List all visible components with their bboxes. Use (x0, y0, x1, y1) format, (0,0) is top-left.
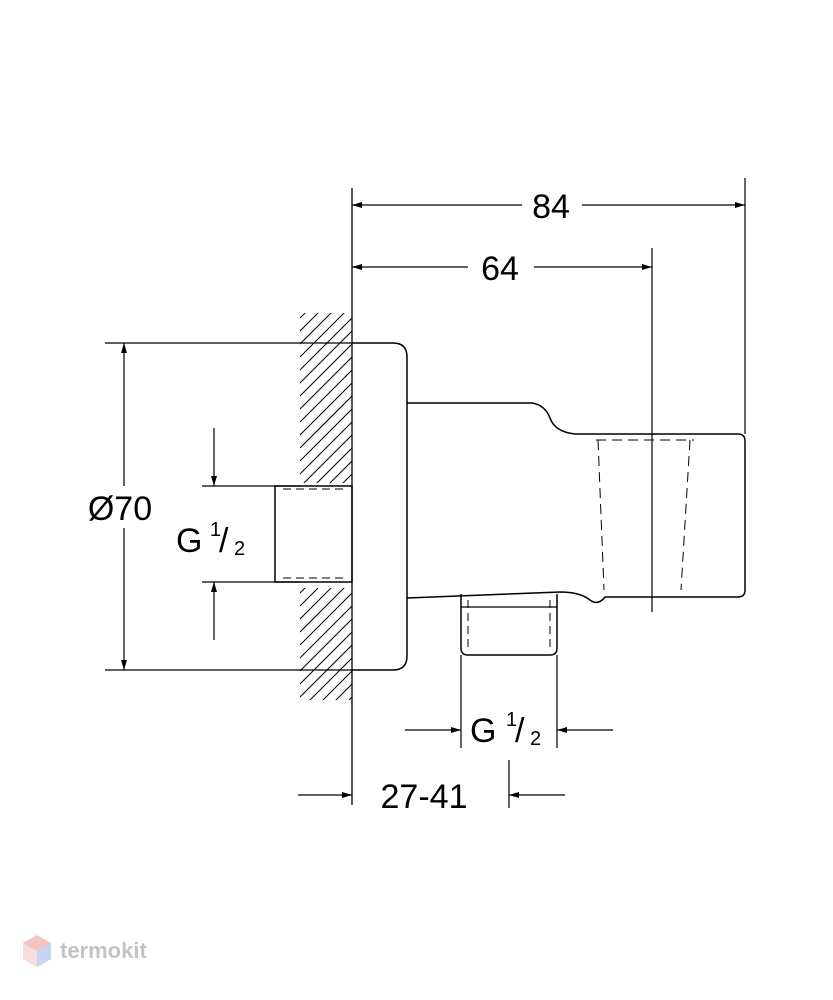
hatch-line (300, 588, 319, 607)
hatch-line (300, 313, 345, 358)
hatch-line (300, 382, 352, 436)
dim-overall-length (352, 178, 746, 434)
hatch-line (300, 618, 352, 672)
hatch-line (300, 513, 352, 565)
termokit-logo-icon (23, 935, 51, 967)
hatch-line (342, 473, 352, 483)
outlet-thread-letter: G (470, 712, 496, 750)
hatch-line (300, 539, 352, 591)
flange-outline (352, 342, 408, 671)
hatch-line (300, 313, 319, 332)
dim-body-length-label: 64 (481, 250, 519, 288)
hatch-line (300, 313, 332, 345)
hatch-line (300, 313, 306, 319)
dim-flange-diameter (105, 342, 352, 671)
hatch-line (300, 588, 332, 620)
hatch-line (300, 408, 352, 462)
holder-body-outline (406, 402, 746, 604)
outlet-nipple (460, 594, 558, 656)
dim-outlet-thread-label: G 1 / 2 (470, 709, 541, 750)
watermark: termokit (22, 934, 147, 968)
hidden-socket (596, 439, 694, 591)
inlet-thread-letter: G (176, 522, 202, 560)
hatch-line (300, 723, 352, 775)
hatch-line (300, 631, 352, 685)
hatch-line (300, 588, 306, 594)
hatch-line (300, 395, 352, 449)
hatch-line (300, 356, 352, 410)
hatch-line (300, 317, 352, 371)
hatch-line (316, 447, 352, 483)
dim-wall-depth-label: 27-41 (381, 778, 468, 816)
dim-body-length (352, 248, 653, 612)
hatch-line (300, 644, 352, 698)
hatch-line (300, 528, 352, 580)
hatch-line (335, 683, 352, 700)
hatch-line (300, 526, 352, 578)
dim-outlet-thread (405, 655, 613, 748)
hatch-line (300, 710, 352, 762)
hatch-line (300, 421, 352, 475)
hatch-line (300, 253, 352, 305)
inlet-thread-numerator: 1 (210, 519, 221, 541)
hatch-line (309, 657, 352, 700)
hatch-line (300, 592, 352, 646)
hatch-line (329, 460, 352, 483)
dim-overall-length-label: 84 (532, 188, 570, 226)
outlet-thread-numerator: 1 (506, 709, 517, 731)
wall-hatching (300, 253, 352, 801)
hatch-line (300, 369, 352, 423)
outlet-thread-denominator: 2 (530, 728, 541, 750)
hatch-line (300, 588, 345, 633)
hatch-line (303, 434, 352, 483)
hatch-line (322, 670, 352, 700)
inlet-nipple (274, 485, 353, 583)
dim-inlet-thread (202, 428, 300, 640)
dim-flange-diameter-label: Ø70 (88, 490, 152, 528)
dim-inlet-thread-label: G 1 / 2 (176, 519, 245, 560)
hatch-line (300, 500, 352, 552)
hatch-line (300, 736, 352, 788)
inlet-thread-denominator: 2 (234, 538, 245, 560)
hatch-line (300, 605, 352, 659)
hatch-line (348, 696, 352, 700)
hatch-line (300, 487, 352, 539)
hatch-line (300, 749, 352, 801)
inlet-thread-slash: / (219, 522, 229, 560)
watermark-text: termokit (60, 938, 147, 963)
hatch-line (300, 330, 352, 384)
hatch-line (300, 343, 352, 397)
dim-wall-depth (298, 760, 565, 808)
outlet-thread-slash: / (515, 712, 525, 750)
